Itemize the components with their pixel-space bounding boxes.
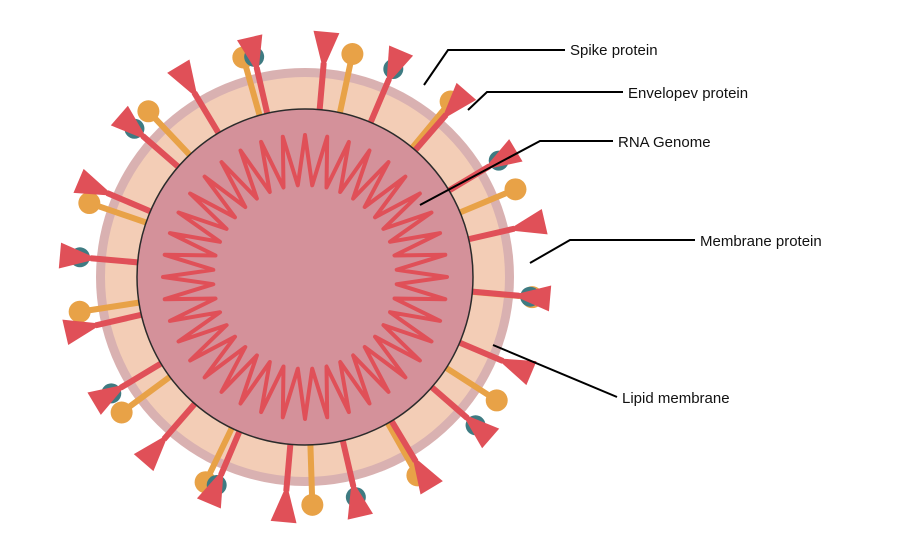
membrane-protein-11 [78, 192, 157, 229]
lipid-membrane-label: Lipid membrane [622, 390, 730, 407]
membrane-protein-9 [110, 369, 180, 424]
spike-protein-head [441, 82, 477, 121]
spike-protein-label: Spike protein [570, 42, 658, 59]
membrane-protein-9-head [110, 401, 133, 424]
membrane-protein-7 [301, 433, 324, 516]
membrane-protein-11-head [78, 192, 101, 215]
spike-protein-head [507, 208, 548, 235]
spike-protein-head [87, 384, 127, 415]
spike-protein-head [496, 358, 537, 386]
callouts: Spike protein Envelopev protein RNA Geno… [419, 42, 822, 407]
membrane-protein-10 [68, 298, 150, 323]
membrane-protein-2-stalk [404, 98, 454, 157]
membrane-protein-10-stalk [76, 298, 150, 315]
rna-genome-label: RNA Genome [618, 134, 711, 151]
surface-proteins [58, 30, 552, 524]
spike-protein-head [236, 34, 263, 75]
spike-protein-head [196, 468, 224, 509]
spike-protein-head [347, 479, 374, 520]
spike-protein-head [313, 30, 340, 70]
spike-protein-head [58, 242, 98, 269]
virus-particle [58, 30, 552, 524]
spike-protein-head [110, 105, 149, 141]
membrane-protein-3-stalk [449, 186, 519, 219]
envelope-protein-leader [467, 91, 623, 111]
viral-capsid [136, 108, 474, 446]
membrane-protein-1 [335, 42, 364, 124]
rna-genome-strand [161, 133, 449, 421]
membrane-protein-5 [436, 360, 508, 412]
membrane-protein-5-stalk [436, 360, 500, 404]
spike-protein-head [62, 319, 103, 346]
spike-protein-head [167, 59, 198, 99]
spike-protein-head [483, 139, 523, 170]
membrane-protein-11-stalk [86, 200, 157, 229]
membrane-protein-12-stalk [145, 108, 199, 164]
membrane-protein-8-stalk [202, 417, 239, 486]
membrane-protein-12-head [137, 100, 160, 123]
spike-protein-head [386, 45, 414, 86]
membrane-protein-6-stalk [380, 413, 421, 479]
membrane-protein-5-head [485, 389, 508, 412]
membrane-protein-12 [137, 100, 199, 164]
spike-protein-head [133, 433, 169, 472]
membrane-protein-leader [529, 239, 695, 264]
spike-protein-head [461, 413, 500, 449]
spike-protein-head [512, 285, 552, 312]
spike-protein-head [412, 455, 443, 495]
spike-protein-leader [423, 49, 565, 86]
membrane-protein-1-head [341, 42, 364, 65]
spike-protein-head [73, 168, 114, 196]
membrane-protein-9-stalk [118, 369, 180, 416]
membrane-protein-label: Membrane protein [700, 233, 822, 250]
rna-genome-leader [419, 140, 613, 206]
membrane-protein-7-head [301, 493, 324, 516]
spike-protein-head [270, 484, 297, 524]
membrane-protein-10-head [68, 300, 91, 323]
membrane-protein-3-head [504, 178, 527, 201]
membrane-protein-7-stalk [307, 433, 316, 508]
membrane-protein-13-stalk [240, 54, 265, 126]
lipid-membrane-leader [492, 344, 618, 398]
membrane-protein-3 [449, 178, 527, 219]
envelope-protein-label: Envelopev protein [628, 85, 748, 102]
membrane-protein-1-stalk [335, 50, 356, 124]
